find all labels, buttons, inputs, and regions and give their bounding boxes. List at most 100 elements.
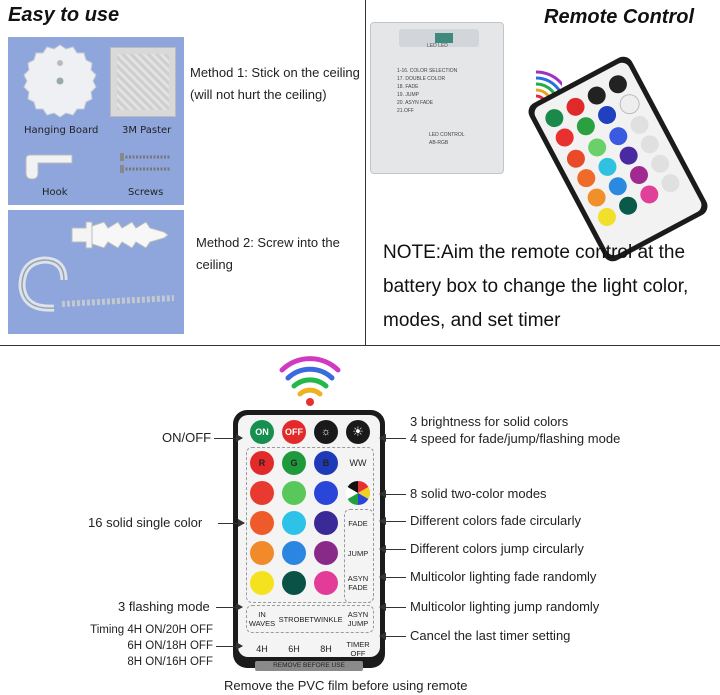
remote-control-title: Remote Control xyxy=(544,6,694,28)
timer-6h-button[interactable]: 6H xyxy=(288,643,300,654)
color-key[interactable] xyxy=(250,481,274,505)
signal-icon xyxy=(279,356,341,406)
color-key[interactable] xyxy=(314,541,338,565)
jump-annotation: Different colors jump circularly xyxy=(410,541,584,556)
method1-line1: Method 1: Stick on the ceiling xyxy=(190,65,360,80)
single-color-annotation: 16 solid single color xyxy=(88,515,203,530)
color-key[interactable] xyxy=(282,481,306,505)
warm-white-button[interactable]: WW xyxy=(349,457,367,468)
remote-control: ON OFF ☼ ☀ R G B WW FADE JUMP xyxy=(233,410,385,671)
box-text-line: 1-16. COLOR SELECTION xyxy=(397,68,458,74)
asyn-jump-annotation: Multicolor lighting jump randomly xyxy=(410,599,600,614)
blue-button[interactable]: B xyxy=(314,451,338,475)
paster-icon xyxy=(110,47,176,117)
screws-icon xyxy=(120,153,170,173)
onoff-annotation: ON/OFF xyxy=(162,430,212,445)
asyn-fade-arrow xyxy=(379,573,406,581)
brightness-icon: ☼ xyxy=(320,426,332,438)
fade-jump-group xyxy=(344,509,374,603)
speed-annotation: 4 speed for fade/jump/flashing mode xyxy=(410,431,621,446)
timer-off-annotation: Cancel the last timer setting xyxy=(410,628,571,643)
brightness-down-button[interactable]: ☼ xyxy=(314,420,338,444)
vertical-divider xyxy=(365,0,366,345)
eye-hook-screw-icon xyxy=(18,256,175,312)
brightness-arrow xyxy=(379,434,406,442)
flashing-annotation: 3 flashing mode xyxy=(118,599,210,614)
hook-label: Hook xyxy=(42,187,68,198)
on-button[interactable]: ON xyxy=(250,420,274,444)
jump-arrow xyxy=(379,545,406,553)
timer-off-button[interactable]: TIMER OFF xyxy=(346,640,370,658)
hanging-board-icon xyxy=(23,44,97,118)
box-instructions: 1-16. COLOR SELECTION 17. DOUBLE COLOR 1… xyxy=(397,67,457,115)
box-text-line: 20. ASYN FADE xyxy=(397,100,434,106)
wall-anchor-icon xyxy=(71,221,169,249)
brightness-icon: ☀ xyxy=(352,424,364,439)
brightness-up-button[interactable]: ☀ xyxy=(346,420,370,444)
in-waves-button[interactable]: IN WAVES xyxy=(248,610,276,628)
color-key[interactable] xyxy=(314,571,338,595)
red-button[interactable]: R xyxy=(250,451,274,475)
method1-line2: (will not hurt the ceiling) xyxy=(190,87,327,102)
hook-icon xyxy=(25,154,73,180)
asyn-jump-arrow xyxy=(379,603,406,611)
brightness-annotation: 3 brightness for solid colors xyxy=(410,414,569,429)
footer-note: Remove the PVC film before using remote xyxy=(224,678,468,693)
screws-label: Screws xyxy=(128,187,164,198)
two-color-mode-button[interactable] xyxy=(346,481,370,505)
method2-line1: Method 2: Screw into the xyxy=(196,235,340,250)
off-button[interactable]: OFF xyxy=(282,420,306,444)
color-key[interactable] xyxy=(282,511,306,535)
note-text: NOTE:Aim the remote control at the batte… xyxy=(383,236,688,338)
easy-to-use-title: Easy to use xyxy=(8,4,120,26)
box-text-line: 18. FADE xyxy=(397,84,419,90)
note-line1: NOTE:Aim the remote control at the xyxy=(383,242,686,263)
method1-accessories-panel: Hanging Board 3M Paster Hook Screws xyxy=(8,37,184,205)
two-color-annotation: 8 solid two-color modes xyxy=(410,486,547,501)
box-label-bottom-1: LED CONTROL xyxy=(429,132,465,138)
fade-button[interactable]: FADE xyxy=(348,518,368,528)
box-label-bottom: LED CONTROL AB-RGB xyxy=(429,131,465,147)
timer-annotation: Timing 4H ON/20H OFF 6H ON/18H OFF 8H ON… xyxy=(60,622,213,670)
paster-label: 3M Paster xyxy=(122,125,172,136)
green-button[interactable]: G xyxy=(282,451,306,475)
method2-text: Method 2: Screw into the ceiling xyxy=(196,232,340,276)
color-key[interactable] xyxy=(250,541,274,565)
box-label-bottom-2: AB-RGB xyxy=(429,140,449,146)
flash-modes-group xyxy=(246,605,374,633)
color-key[interactable] xyxy=(250,511,274,535)
battery-box-image: LED LED 1-16. COLOR SELECTION 17. DOUBLE… xyxy=(370,22,504,174)
jump-button[interactable]: JUMP xyxy=(347,548,369,558)
timer-8h-button[interactable]: 8H xyxy=(320,643,332,654)
timer-line2: 6H ON/18H OFF xyxy=(127,640,213,652)
timer-line3: 8H ON/16H OFF xyxy=(127,656,213,668)
box-text-line: 19. JUMP xyxy=(397,92,419,98)
fade-arrow xyxy=(379,517,406,525)
color-key[interactable] xyxy=(314,481,338,505)
box-label-top: LED LED xyxy=(427,43,448,49)
asyn-fade-button[interactable]: ASYN FADE xyxy=(347,574,369,592)
color-key[interactable] xyxy=(282,541,306,565)
timer-off-arrow xyxy=(379,632,406,640)
method1-text: Method 1: Stick on the ceiling (will not… xyxy=(190,62,360,106)
method2-line2: ceiling xyxy=(196,257,233,272)
onoff-arrow xyxy=(214,434,243,442)
hanging-board-label: Hanging Board xyxy=(24,125,99,136)
color-key[interactable] xyxy=(314,511,338,535)
asyn-jump-button[interactable]: ASYN JUMP xyxy=(347,610,369,628)
color-key[interactable] xyxy=(250,571,274,595)
pvc-film-tab[interactable]: REMOVE BEFORE USE xyxy=(255,661,363,671)
box-text-line: 21.OFF xyxy=(397,108,414,114)
asyn-fade-annotation: Multicolor lighting fade randomly xyxy=(410,569,597,584)
color-key[interactable] xyxy=(282,571,306,595)
horizontal-divider xyxy=(0,345,720,346)
timer-4h-button[interactable]: 4H xyxy=(256,643,268,654)
note-line2: battery box to change the light color, xyxy=(383,276,689,297)
single-color-arrow xyxy=(218,519,245,527)
strobe-button[interactable]: STROBE xyxy=(278,614,310,624)
flashing-arrow xyxy=(216,603,243,611)
two-color-arrow xyxy=(379,490,406,498)
remote-face: ON OFF ☼ ☀ R G B WW FADE JUMP xyxy=(238,415,380,658)
twinkle-button[interactable]: TWINKLE xyxy=(309,614,343,624)
timer-line1: Timing 4H ON/20H OFF xyxy=(90,624,213,636)
